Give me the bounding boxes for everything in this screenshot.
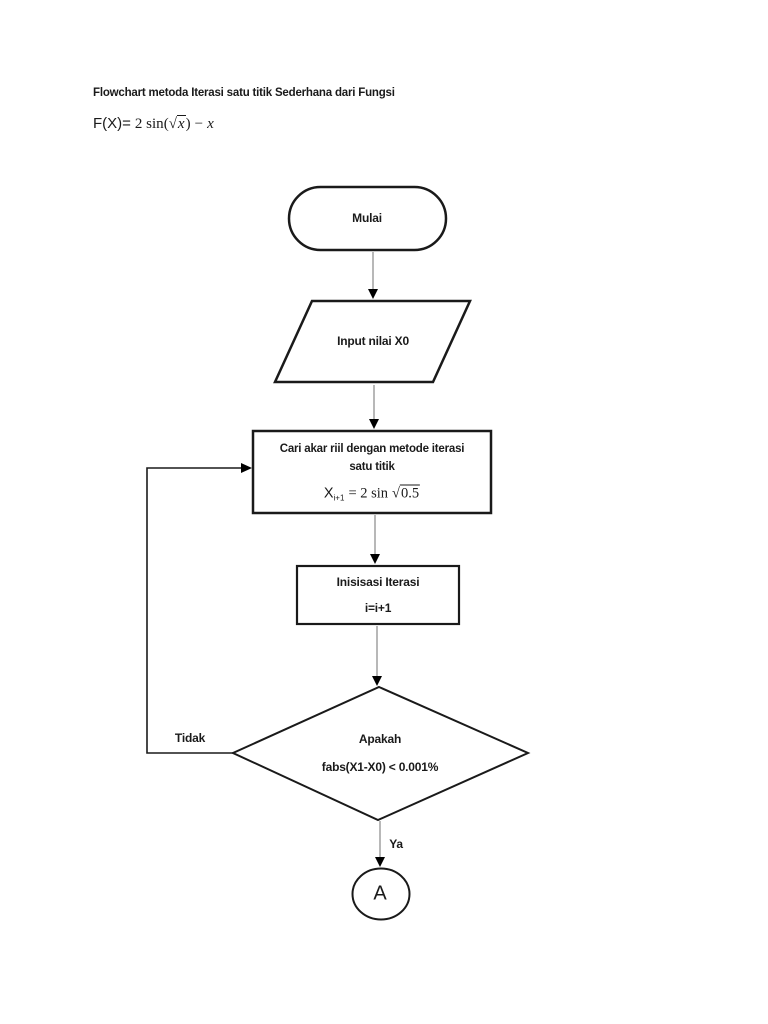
arrowhead-process-to-init	[370, 554, 380, 564]
radicand: x	[176, 115, 186, 132]
arrowhead-decision-to-connector	[375, 857, 385, 867]
start-node-shape	[287, 185, 448, 252]
edge-label-ya: Ya	[389, 837, 403, 851]
formula-coefficient: 2 sin	[134, 116, 164, 132]
iteration-subscript: i+1	[333, 493, 345, 503]
radicand: 0.5	[400, 484, 421, 502]
decision-node-line2: fabs(X1-X0) < 0.001%	[321, 760, 439, 774]
input-node-label: Input nilai X0	[337, 334, 409, 348]
function-formula: F(X)=2 sin(√x)−x	[93, 115, 214, 133]
edge-decision-loop-to-process	[146, 467, 241, 754]
formula-variable: x	[207, 116, 214, 132]
decision-node-line1: Apakah	[358, 732, 402, 746]
edge-label-tidak: Tidak	[174, 731, 206, 745]
open-paren: (	[163, 116, 169, 132]
iteration-variable: X	[323, 485, 334, 502]
process-node-formula: Xi+1= 2 sin√0.5	[323, 484, 421, 503]
page-title: Flowchart metoda Iterasi satu titik Sede…	[93, 87, 395, 99]
arrowhead-init-to-decision	[372, 676, 382, 686]
decision-node-shape	[230, 685, 531, 822]
minus-sign: −	[194, 116, 204, 132]
arrowhead-start-to-input	[368, 289, 378, 299]
init-node-shape	[295, 564, 461, 626]
formula-lhs: F(X)=	[93, 115, 131, 132]
connector-node-label: A	[373, 882, 387, 905]
close-paren: )	[185, 116, 191, 132]
arrowhead-input-to-process	[369, 419, 379, 429]
connector-node-shape	[351, 867, 411, 921]
process-node-shape	[251, 429, 493, 515]
radical-sign: √	[392, 485, 401, 502]
process-node-line1: Cari akar riil dengan metode iterasi	[279, 443, 465, 455]
arrowhead-loop-to-process	[241, 463, 252, 473]
input-node-shape	[273, 299, 472, 384]
start-node-label: Mulai	[352, 211, 382, 225]
init-node-line2: i=i+1	[364, 601, 392, 615]
init-node-line1: Inisisasi Iterasi	[336, 575, 420, 589]
radical-sign: √	[168, 116, 177, 132]
iteration-equation: = 2 sin	[348, 485, 389, 502]
process-node-line2: satu titik	[349, 461, 395, 473]
